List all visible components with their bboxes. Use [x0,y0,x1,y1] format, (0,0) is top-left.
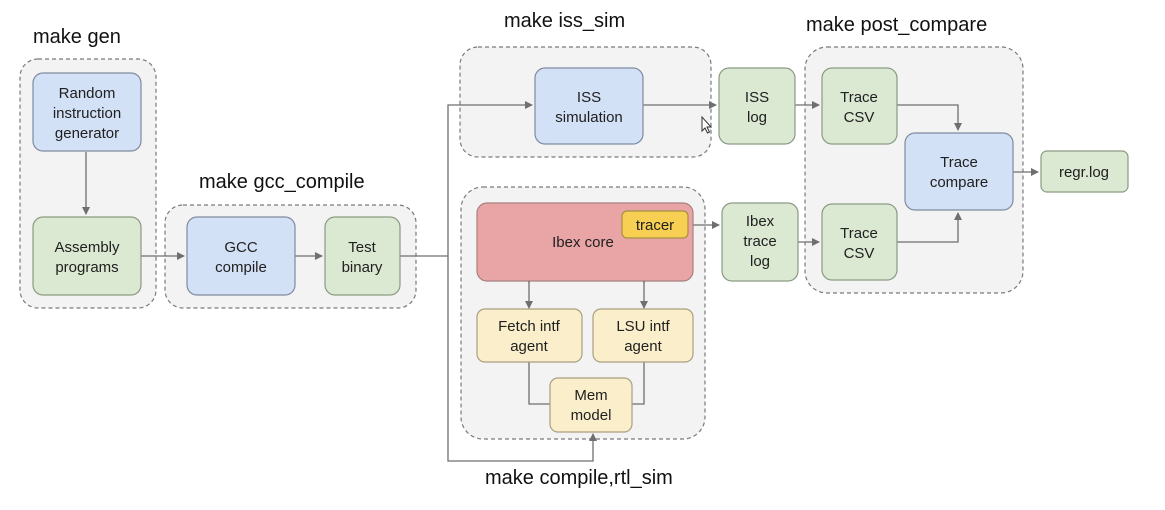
box-random-instruction-generator: Random instruction generator [32,72,142,152]
stage-label-make-post-compare: make post_compare [806,14,987,36]
box-regr-log: regr.log [1040,150,1129,193]
box-assembly-programs: Assembly programs [32,216,142,296]
svg-text:agent: agent [624,338,662,355]
arrow-binary-to-rtl-sim [447,256,597,462]
connectors [82,101,1039,462]
svg-text:log: log [750,253,770,270]
svg-text:Mem: Mem [574,387,607,404]
svg-text:ISS: ISS [745,89,769,106]
svg-text:Random: Random [59,85,116,102]
svg-text:Ibex: Ibex [746,213,775,230]
box-lsu-intf-agent: LSU intf agent [592,308,694,363]
svg-text:Assembly: Assembly [54,239,120,256]
box-ibex-trace-log: Ibex trace log [721,202,799,282]
box-tracer: tracer [621,210,689,239]
box-test-binary: Test binary [324,216,401,296]
box-gcc-compile: GCC compile [186,216,296,296]
svg-text:Trace: Trace [940,154,978,171]
svg-text:generator: generator [55,125,119,142]
arrow-trace-csv-top-to-compare [897,104,962,131]
svg-text:simulation: simulation [555,109,623,126]
box-fetch-intf-agent: Fetch intf agent [476,308,583,363]
link-fetch-agent-to-mem [528,362,550,405]
box-iss-simulation: ISS simulation [534,67,644,145]
svg-text:trace: trace [743,233,776,250]
svg-text:compile: compile [215,259,267,276]
box-trace-csv-top: Trace CSV [821,67,898,145]
svg-text:model: model [571,407,612,424]
svg-text:Trace: Trace [840,225,878,242]
svg-text:GCC: GCC [224,239,258,256]
svg-text:CSV: CSV [844,245,875,262]
svg-text:tracer: tracer [636,217,674,234]
svg-text:ISS: ISS [577,89,601,106]
svg-text:CSV: CSV [844,109,875,126]
svg-text:Test: Test [348,239,376,256]
box-trace-compare: Trace compare [904,132,1014,211]
svg-text:Trace: Trace [840,89,878,106]
svg-text:Ibex core: Ibex core [552,234,614,251]
arrow-trace-csv-bottom-to-compare [897,212,962,243]
mouse-cursor-icon [701,115,713,134]
svg-text:Fetch intf: Fetch intf [498,318,561,335]
arrow-binary-to-iss-sim [400,101,533,257]
box-trace-csv-bottom: Trace CSV [821,203,898,281]
svg-text:LSU intf: LSU intf [616,318,670,335]
svg-text:log: log [747,109,767,126]
svg-text:instruction: instruction [53,105,121,122]
link-lsu-agent-to-mem [632,362,645,405]
svg-text:compare: compare [930,174,988,191]
stage-label-make-compile-rtl-sim: make compile,rtl_sim [485,467,673,489]
stage-label-make-gcc-compile: make gcc_compile [199,171,365,193]
svg-text:regr.log: regr.log [1059,164,1109,181]
svg-text:programs: programs [55,259,118,276]
svg-text:agent: agent [510,338,548,355]
stage-label-make-gen: make gen [33,26,121,48]
box-mem-model: Mem model [549,377,633,433]
svg-text:binary: binary [342,259,383,276]
stage-label-make-iss-sim: make iss_sim [504,10,625,32]
box-iss-log: ISS log [718,67,796,145]
